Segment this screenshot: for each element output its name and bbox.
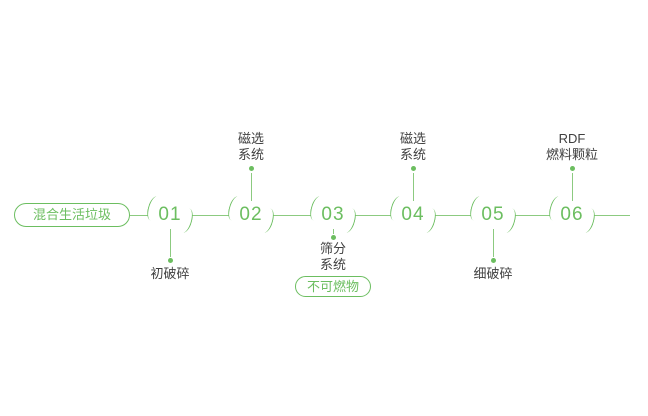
step-05-number: 05 (481, 204, 505, 225)
step-03-connector-line (332, 229, 334, 234)
step-04-number: 04 (401, 204, 425, 225)
step-05-connector-line (492, 229, 494, 257)
step-06-number: 06 (560, 204, 584, 225)
step-02-connector-dot (248, 166, 254, 171)
step-05-node: 05 (467, 194, 519, 235)
step-05-connector-dot (490, 258, 496, 263)
timeline-line (130, 215, 630, 216)
start-label: 混合生活垃圾 (32, 207, 111, 222)
step-01-label: 初破碎 (150, 266, 190, 281)
step-04-node: 04 (387, 194, 439, 235)
step-04-connector-dot (410, 166, 416, 171)
step-01-connector-line (169, 229, 171, 257)
start-label-pill: 混合生活垃圾 (14, 203, 130, 227)
step-02-number: 02 (239, 204, 263, 225)
step-05-label: 细破碎 (473, 266, 513, 281)
step-06-node: 06 (546, 194, 598, 235)
step-03-badge: 不可燃物 (294, 276, 372, 297)
step-03-label: 筛分 系统 (319, 241, 347, 272)
step-02-node: 02 (225, 194, 277, 235)
step-04-label: 磁选 系统 (399, 131, 427, 162)
step-02-connector-line (250, 173, 252, 201)
step-04-connector-line (412, 173, 414, 201)
step-03-connector-dot (330, 235, 336, 240)
step-01-node: 01 (144, 194, 196, 235)
step-02-label: 磁选 系统 (237, 131, 265, 162)
step-06-connector-line (571, 173, 573, 201)
step-03-number: 03 (321, 204, 345, 225)
step-01-number: 01 (158, 204, 182, 225)
step-01-connector-dot (167, 258, 173, 263)
step-06-label: RDF 燃料颗粒 (545, 131, 599, 162)
step-03-node: 03 (307, 194, 359, 235)
step-06-connector-dot (569, 166, 575, 171)
